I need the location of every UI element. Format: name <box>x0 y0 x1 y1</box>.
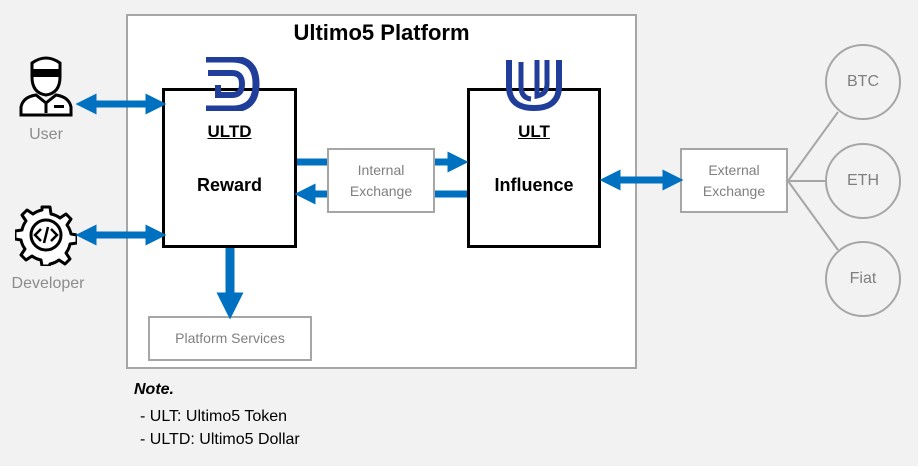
currency-eth-label: ETH <box>847 172 879 189</box>
user-icon <box>18 55 74 117</box>
developer-label: Developer <box>11 275 85 292</box>
ultd-reward-box <box>162 88 297 248</box>
external-exchange-line1: External <box>708 161 760 178</box>
ult-token-name: ULT <box>518 122 550 141</box>
platform-title: Ultimo5 Platform <box>293 20 470 45</box>
currency-fiat-label: Fiat <box>849 270 877 287</box>
line-to-btc <box>787 111 839 182</box>
currency-btc-label: BTC <box>847 73 879 90</box>
currency-fiat: Fiat <box>825 241 901 317</box>
platform-services-label: Platform Services <box>175 330 285 346</box>
ultd-role-label: Reward <box>196 175 263 195</box>
external-exchange-line2: Exchange <box>702 182 766 199</box>
note-title: Note. <box>134 381 174 398</box>
developer-gear-code-icon <box>13 204 79 268</box>
line-to-fiat <box>787 180 839 251</box>
user-label: User <box>29 126 63 143</box>
ultd-logo-icon <box>202 55 260 113</box>
currency-eth: ETH <box>825 143 901 219</box>
external-exchange-box: External Exchange <box>680 148 788 213</box>
ultd-token-name: ULTD <box>207 122 252 141</box>
internal-exchange-line1: Internal <box>357 161 405 178</box>
platform-services-box: Platform Services <box>148 316 312 361</box>
internal-exchange-line2: Exchange <box>349 182 413 199</box>
ult-role-label: Influence <box>494 175 574 195</box>
note-item-ultd: - ULTD: Ultimo5 Dollar <box>140 431 300 448</box>
note-item-ult: - ULT: Ultimo5 Token <box>140 408 288 425</box>
ult-influence-box <box>467 88 601 248</box>
ult-logo-icon <box>505 56 563 112</box>
internal-exchange-box: Internal Exchange <box>327 148 435 213</box>
currency-btc: BTC <box>825 44 901 120</box>
